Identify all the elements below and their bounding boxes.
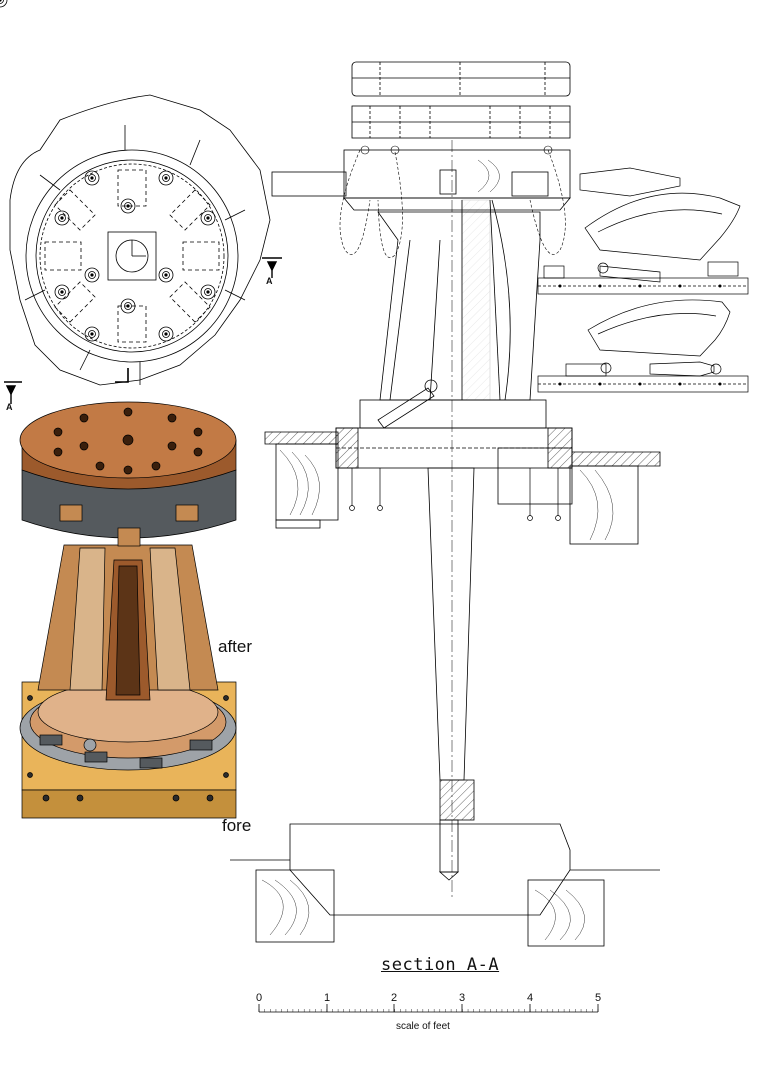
scale-tick-3: 3 — [459, 992, 466, 1004]
scale-tick-0: 0 — [256, 992, 263, 1004]
pawl — [377, 379, 438, 429]
fore-label: fore — [222, 816, 252, 835]
detail-bolt-dots — [558, 284, 722, 386]
section-title: section A-A — [381, 955, 500, 975]
scale-tick-5: 5 — [595, 992, 602, 1004]
scale-bar — [258, 1004, 599, 1013]
deck-bolts — [349, 468, 561, 521]
plan-bolt-holes — [0, 0, 216, 342]
section-main — [230, 140, 661, 947]
scale-tick-4: 4 — [527, 992, 534, 1004]
scale-tick-2: 2 — [391, 992, 398, 1004]
section-marker-letter-left: A — [6, 402, 13, 412]
drumhead-plates — [351, 61, 571, 139]
plan-view — [9, 94, 271, 386]
scale-caption: scale of feet — [396, 1021, 450, 1032]
section-marker-plan-left — [4, 381, 22, 404]
chains — [339, 145, 566, 258]
after-label: after — [218, 637, 253, 656]
section-marker-letter-right: A — [266, 276, 273, 286]
wood-grain — [261, 159, 614, 941]
isometric-render — [19, 401, 237, 819]
section-marker-plan-right — [262, 257, 282, 278]
scale-tick-1: 1 — [324, 992, 331, 1004]
detail-parts — [537, 167, 749, 393]
